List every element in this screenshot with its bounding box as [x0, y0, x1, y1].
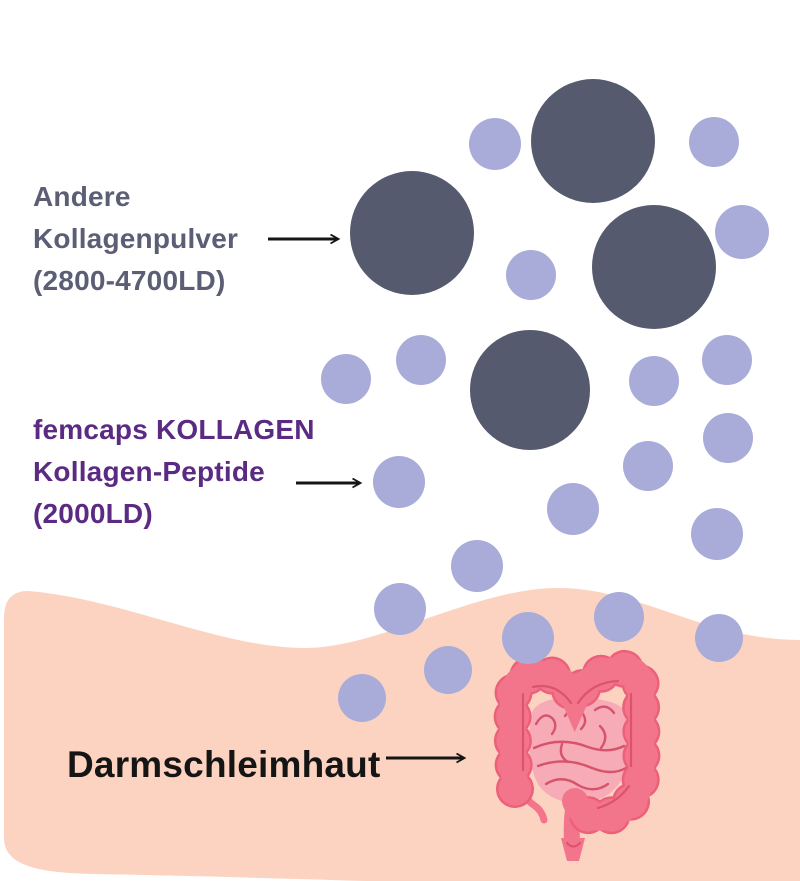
small-collagen-peptide [396, 335, 446, 385]
small-collagen-peptide [451, 540, 503, 592]
small-collagen-peptide [691, 508, 743, 560]
small-collagen-peptide [469, 118, 521, 170]
colon-detail-lines [521, 679, 633, 848]
colon-body-shape [499, 655, 655, 831]
small-collagen-peptide [338, 674, 386, 722]
small-collagen-peptide [623, 441, 673, 491]
small-collagen-peptide [321, 354, 371, 404]
mucosa-label: Darmschleimhaut [67, 737, 381, 793]
large-collagen-particle [531, 79, 655, 203]
small-collagen-peptide [715, 205, 769, 259]
femcaps-collagen-label: femcaps KOLLAGEN Kollagen-Peptide (2000L… [33, 409, 315, 535]
particles-small [321, 117, 769, 722]
particles-large [350, 79, 716, 450]
small-collagen-peptide [547, 483, 599, 535]
small-collagen-peptide [703, 413, 753, 463]
femcaps-line3: (2000LD) [33, 498, 153, 529]
small-collagen-peptide [502, 612, 554, 664]
other-collagen-label: Andere Kollagenpulver (2800-4700LD) [33, 176, 238, 302]
small-collagen-peptide [506, 250, 556, 300]
small-collagen-peptide [594, 592, 644, 642]
other-collagen-line3: (2800-4700LD) [33, 265, 226, 296]
small-collagen-peptide [702, 335, 752, 385]
intestine-illustration [493, 649, 661, 861]
small-collagen-peptide [424, 646, 472, 694]
femcaps-line2: Kollagen-Peptide [33, 456, 265, 487]
small-collagen-peptide [629, 356, 679, 406]
femcaps-line1: femcaps KOLLAGEN [33, 414, 315, 445]
large-collagen-particle [470, 330, 590, 450]
other-collagen-line1: Andere [33, 181, 131, 212]
large-collagen-particle [350, 171, 474, 295]
small-collagen-peptide [373, 456, 425, 508]
small-collagen-peptide [695, 614, 743, 662]
mucosa-text: Darmschleimhaut [67, 744, 381, 785]
large-collagen-particle [592, 205, 716, 329]
small-collagen-peptide [374, 583, 426, 635]
other-collagen-line2: Kollagenpulver [33, 223, 239, 254]
small-collagen-peptide [689, 117, 739, 167]
